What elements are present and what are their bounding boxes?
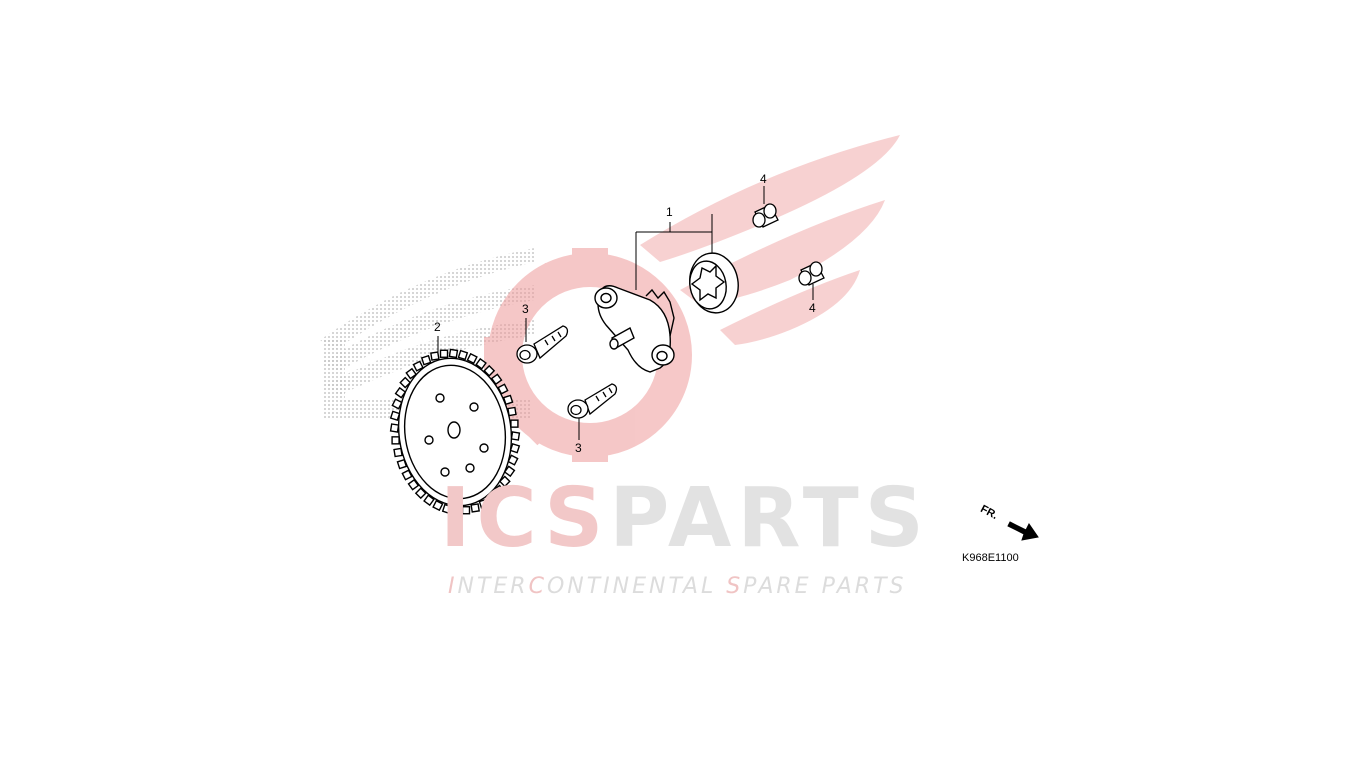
gear-tooth bbox=[391, 436, 400, 445]
gear-tooth bbox=[405, 367, 418, 380]
gear-tooth bbox=[478, 498, 490, 510]
tagline-part: NTER bbox=[457, 574, 529, 599]
gear-tooth bbox=[389, 423, 400, 433]
callout-2: 2 bbox=[434, 320, 441, 334]
gear-tooth bbox=[486, 492, 498, 504]
gear-tooth bbox=[394, 386, 407, 399]
gear-tooth bbox=[475, 357, 487, 370]
gear-tooth bbox=[466, 352, 478, 365]
gear-tooth bbox=[441, 503, 453, 515]
gear-tooth bbox=[498, 475, 511, 488]
watermark-tagline: INTERCONTINENTAL SPARE PARTS bbox=[448, 574, 906, 599]
gear-tooth bbox=[414, 487, 427, 500]
gear-tooth bbox=[457, 349, 469, 361]
gear-tooth bbox=[423, 494, 435, 507]
gear-tooth bbox=[430, 351, 440, 361]
tagline-part: S bbox=[726, 574, 744, 599]
tagline-part: PARE PARTS bbox=[743, 574, 907, 599]
gear-tooth bbox=[503, 465, 516, 478]
gear-tooth bbox=[510, 419, 519, 428]
gear-tooth bbox=[461, 506, 471, 515]
oil-pump-part-1 bbox=[594, 252, 739, 373]
gear-tooth bbox=[399, 376, 412, 389]
bolt-part-3-lower bbox=[567, 383, 618, 419]
front-direction-arrow-icon bbox=[1007, 521, 1039, 541]
watermark-brand-parts: PARTS bbox=[609, 471, 930, 566]
callout-4-lower: 4 bbox=[809, 301, 816, 315]
gear-tooth bbox=[432, 499, 444, 512]
gear-tooth bbox=[492, 484, 505, 497]
gear-tooth bbox=[448, 348, 459, 359]
gear-tooth bbox=[451, 505, 462, 516]
gear-watermark bbox=[484, 248, 692, 462]
dowel-pin-part-4-upper bbox=[752, 203, 779, 228]
bolt-part-3-upper bbox=[516, 325, 569, 364]
tagline-part: C bbox=[528, 574, 547, 599]
gear-tooth bbox=[483, 364, 496, 377]
diagram-code: K968E1100 bbox=[962, 552, 1019, 564]
callout-3-upper: 3 bbox=[522, 302, 529, 316]
watermark-brand-ics: ICS bbox=[440, 471, 610, 566]
callout-1: 1 bbox=[666, 205, 673, 219]
leader-lines bbox=[437, 186, 814, 440]
gear-tooth bbox=[420, 354, 432, 366]
gear-tooth bbox=[412, 360, 424, 372]
gear-tooth bbox=[439, 349, 449, 358]
callout-4-upper: 4 bbox=[760, 172, 767, 186]
gear-part-2 bbox=[389, 348, 521, 516]
gear-tooth bbox=[470, 503, 480, 513]
watermark-brand: ICSPARTS bbox=[440, 478, 930, 560]
tagline-part: ONTINENTAL bbox=[546, 574, 727, 599]
callout-3-lower: 3 bbox=[575, 441, 582, 455]
gear-tooth bbox=[510, 431, 521, 441]
tagline-part: I bbox=[448, 574, 458, 599]
dowel-pin-part-4-lower bbox=[798, 261, 825, 286]
